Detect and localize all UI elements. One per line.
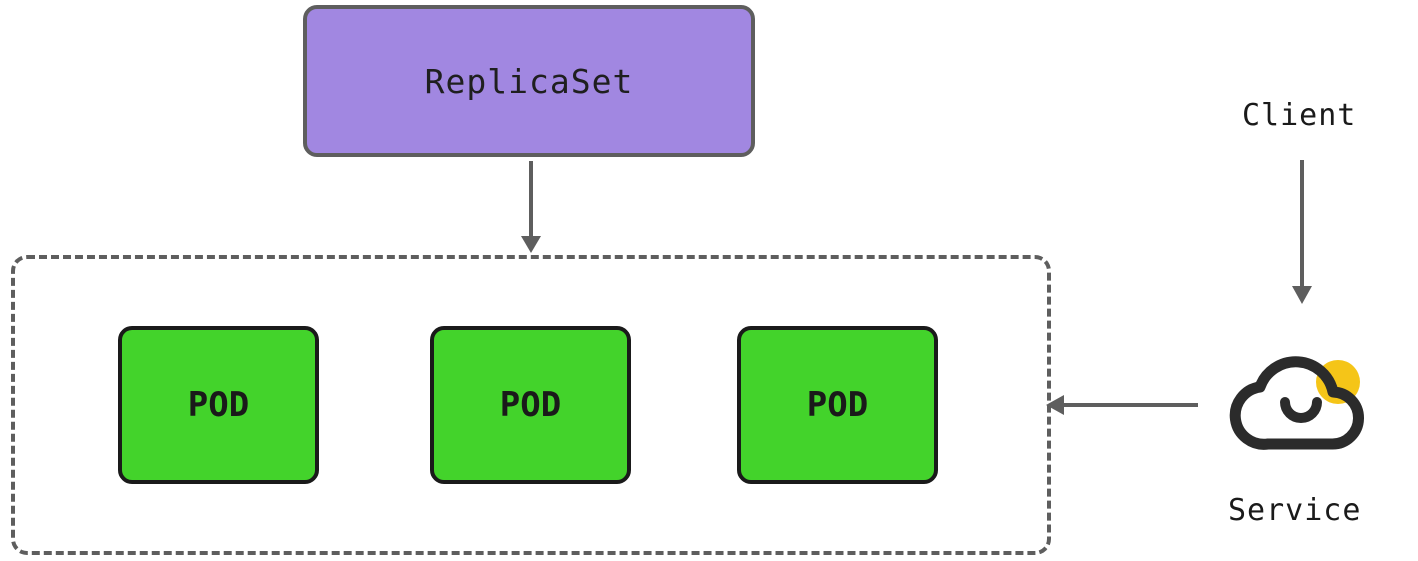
replicaset-node[interactable]: ReplicaSet xyxy=(303,5,755,157)
pod-node-2[interactable]: POD xyxy=(430,326,631,484)
replicaset-label: ReplicaSet xyxy=(424,61,634,101)
cloud-icon[interactable] xyxy=(1229,356,1364,450)
client-label: Client xyxy=(1242,98,1357,133)
pod-label: POD xyxy=(806,385,869,425)
client-to-service-arrow xyxy=(1292,160,1312,304)
pod-label: POD xyxy=(187,385,250,425)
pod-label: POD xyxy=(499,385,562,425)
replicaset-to-pods-arrow xyxy=(521,161,541,253)
service-to-pods-arrow xyxy=(1046,395,1198,415)
service-label: Service xyxy=(1228,493,1362,528)
pod-node-1[interactable]: POD xyxy=(118,326,319,484)
pod-node-3[interactable]: POD xyxy=(737,326,938,484)
